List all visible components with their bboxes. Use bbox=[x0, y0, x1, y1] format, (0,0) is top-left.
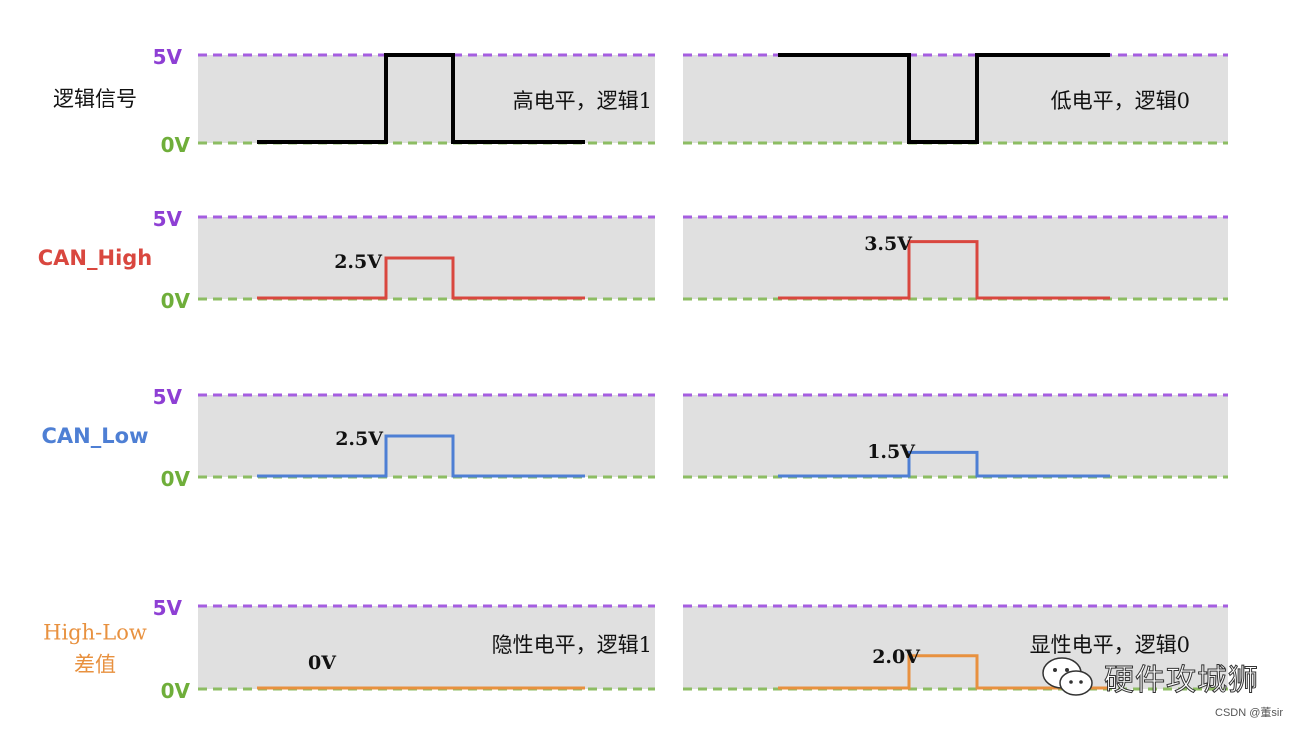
label-0v: 0V bbox=[161, 679, 191, 703]
waveform bbox=[257, 53, 585, 144]
state-note: 隐性电平，逻辑1 bbox=[492, 633, 652, 657]
row-label: CAN_Low bbox=[42, 424, 149, 448]
panel-bg bbox=[683, 395, 1228, 477]
waveform bbox=[778, 53, 1110, 144]
panel-bg bbox=[683, 55, 1228, 143]
state-note: 高电平，逻辑1 bbox=[513, 89, 652, 113]
panel-bg bbox=[683, 606, 1228, 689]
value-label: 1.5V bbox=[867, 441, 916, 463]
label-0v: 0V bbox=[161, 289, 191, 313]
value-label: 3.5V bbox=[864, 233, 913, 255]
row-label: 逻辑信号 bbox=[53, 87, 137, 111]
label-0v: 0V bbox=[161, 133, 191, 157]
value-label: 2.5V bbox=[335, 428, 384, 450]
value-label: 2.0V bbox=[872, 646, 921, 668]
wechat-icon bbox=[1042, 657, 1093, 696]
panel-bg bbox=[198, 606, 655, 689]
label-5v: 5V bbox=[153, 45, 183, 69]
waveform bbox=[778, 654, 1110, 690]
label-0v: 0V bbox=[161, 467, 191, 491]
panel-bg bbox=[683, 217, 1228, 299]
waveform bbox=[257, 256, 585, 300]
label-5v: 5V bbox=[153, 596, 183, 620]
credit-text: CSDN @董sir bbox=[1215, 707, 1283, 719]
label-5v: 5V bbox=[153, 385, 183, 409]
waveform bbox=[257, 434, 585, 478]
row-label: High-Low bbox=[43, 621, 147, 645]
row-label: CAN_High bbox=[38, 246, 153, 270]
watermark: 硬件攻城狮 bbox=[1040, 655, 1259, 699]
watermark-text: 硬件攻城狮 bbox=[1104, 663, 1259, 699]
value-label: 0V bbox=[308, 652, 337, 674]
value-label: 2.5V bbox=[334, 251, 383, 273]
waveform bbox=[778, 240, 1110, 300]
panel-bg bbox=[198, 55, 655, 143]
row-label: 差值 bbox=[74, 653, 116, 677]
waveform bbox=[778, 450, 1110, 478]
label-5v: 5V bbox=[153, 207, 183, 231]
state-note: 低电平，逻辑0 bbox=[1051, 89, 1190, 113]
state-note: 显性电平，逻辑0 bbox=[1030, 633, 1190, 657]
